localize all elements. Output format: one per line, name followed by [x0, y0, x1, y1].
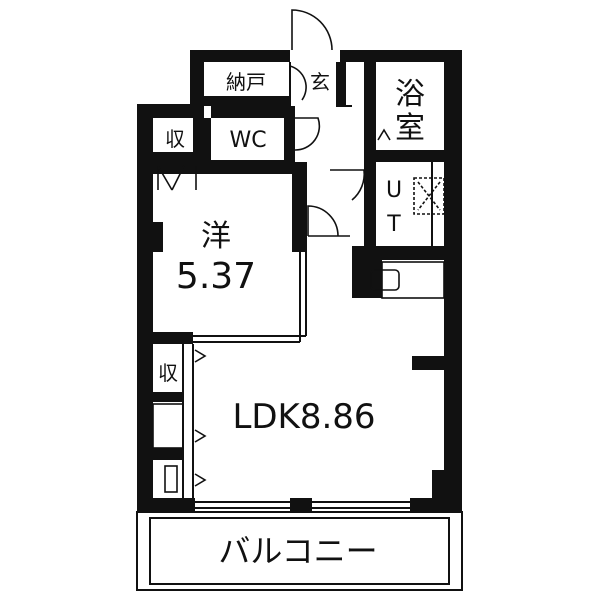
label-western-room: 洋: [201, 219, 231, 254]
closet-upper-door: [157, 165, 197, 191]
wall-bath-bottom: [376, 150, 444, 162]
label-toilet: WC: [229, 128, 266, 153]
label-bath-1: 浴: [395, 77, 425, 112]
kitchen-sink: [370, 269, 400, 291]
balcony-inner: [149, 517, 450, 585]
wall-closet-right: [193, 118, 211, 166]
entrance-door: [289, 65, 307, 101]
bath-door: [377, 128, 391, 141]
fixtures: [152, 177, 445, 493]
balcony-area: [136, 511, 463, 591]
yo-door: [307, 205, 339, 237]
wall-ldk-stub: [412, 356, 444, 370]
wall-wc-top: [211, 106, 295, 118]
closet-lower-inner: [164, 465, 178, 493]
front-door-swing: [291, 9, 333, 51]
wall-bath-left: [364, 62, 376, 166]
partitions: [182, 62, 433, 509]
wall-top-mid: [190, 50, 204, 118]
wall-yo-bottom: [153, 332, 193, 344]
wall-wc-right: [284, 106, 295, 162]
kitchen-counter: [381, 261, 445, 299]
ut-door: [330, 169, 366, 201]
wall-wc-bottom: [153, 160, 295, 174]
wall-closet-mid: [153, 152, 193, 162]
label-entrance: 玄: [310, 70, 330, 94]
balcony-outline: [136, 511, 463, 591]
wall-bottom-mid2: [410, 498, 444, 512]
wall-kitchen-top: [352, 246, 444, 260]
label-western-room-size: 5.37: [176, 256, 256, 297]
wall-yo-notch: [153, 222, 163, 252]
labels: 納戸 玄 浴 室 収 WC U T 洋 5.37 収 LDK8.86 バルコニー: [158, 70, 425, 570]
wall-right: [444, 50, 462, 510]
label-closet-upper: 収: [165, 127, 185, 151]
label-ldk: LDK8.86: [232, 397, 375, 437]
wall-closet-lower-bottom: [153, 392, 183, 402]
label-washroom-2: T: [386, 212, 401, 237]
wall-entrance-right: [336, 62, 346, 106]
washing-machine-x2: [417, 181, 441, 211]
closet-mid-inner: [152, 403, 184, 449]
washing-machine: [413, 177, 445, 215]
wall-nando-bottom: [204, 96, 290, 106]
wall-bottom-mid1: [290, 498, 312, 512]
closet-lower-door: [194, 349, 207, 487]
wall-ut-left: [364, 150, 376, 248]
wall-left: [137, 104, 153, 510]
wc-door: [294, 117, 321, 151]
walls: [137, 50, 462, 512]
wall-bottom-left: [137, 498, 195, 512]
wall-closet-lower-mid: [153, 448, 183, 460]
label-closet-lower: 収: [158, 361, 178, 385]
wall-yo-right: [292, 162, 306, 252]
wall-top-center: [190, 50, 290, 62]
wall-top-right: [340, 50, 462, 62]
wall-top-left: [137, 104, 201, 118]
label-balcony: バルコニー: [218, 532, 377, 570]
label-bath-2: 室: [395, 111, 425, 146]
doors: [157, 9, 391, 487]
label-storage-top: 納戸: [226, 70, 266, 94]
label-washroom-1: U: [386, 178, 402, 203]
